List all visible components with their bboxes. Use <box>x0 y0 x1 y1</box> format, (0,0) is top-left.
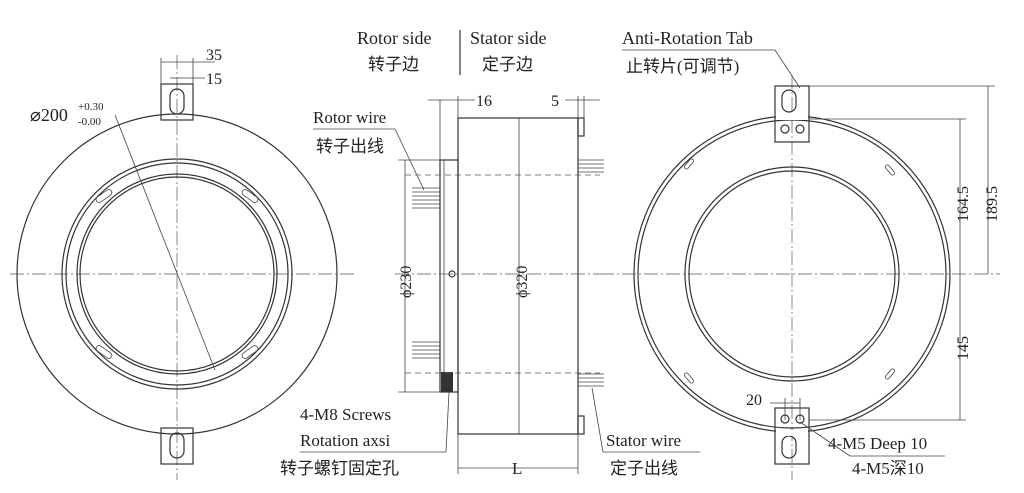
middle-side-view: Rotor side 转子边 Stator side 定子边 <box>280 28 700 478</box>
dim-35-label: 35 <box>206 47 222 64</box>
right-front-view: 164.5 189.5 145 20 Anti-Rotation Tab 止转片… <box>600 28 1001 480</box>
dim-189-5-label: 189.5 <box>984 186 1001 222</box>
bore-tolerance-lower: -0.00 <box>78 116 101 128</box>
anti-rotation-cn: 止转片(可调节) <box>626 57 739 76</box>
dim-20-label: 20 <box>746 392 762 409</box>
m5-deep-cn: 4-M5深10 <box>852 459 924 478</box>
rotor-wire-en: Rotor wire <box>313 108 386 127</box>
dim-L-label: L <box>512 459 522 478</box>
bore-diameter-label: ⌀200 <box>30 105 68 125</box>
dim-320-label: ϕ320 <box>514 266 531 298</box>
dim-230-label: ϕ230 <box>398 266 415 298</box>
dim-164-5-label: 164.5 <box>955 186 972 222</box>
rotation-axsi-en: Rotation axsi <box>300 431 390 450</box>
rotor-wires-bottom <box>412 341 440 359</box>
stator-wires-bottom <box>578 373 604 387</box>
stator-wire-en: Stator wire <box>606 431 681 450</box>
dim-16-label: 16 <box>476 93 492 110</box>
rotor-wire-cn: 转子出线 <box>316 137 384 156</box>
screws-cn: 转子螺钉固定孔 <box>280 459 399 478</box>
rotor-side-en: Rotor side <box>357 28 432 48</box>
rotor-side-cn: 转子边 <box>368 55 419 74</box>
stator-side-en: Stator side <box>470 28 547 48</box>
anti-rotation-en: Anti-Rotation Tab <box>622 28 753 48</box>
screws-en: 4-M8 Screws <box>300 405 391 424</box>
dim-145-label: 145 <box>955 336 972 360</box>
left-front-view: 35 15 ⌀200 +0.30 -0.00 <box>10 47 355 480</box>
stator-wire-cn: 定子出线 <box>610 459 678 478</box>
dim-5-label: 5 <box>551 93 559 110</box>
stator-side-cn: 定子边 <box>482 55 533 74</box>
rotor-wires-top <box>412 187 440 209</box>
stator-wires-top <box>578 159 604 173</box>
m5-deep-en: 4-M5 Deep 10 <box>828 434 927 453</box>
dim-15-label: 15 <box>206 71 222 88</box>
bore-tolerance-upper: +0.30 <box>78 101 104 113</box>
